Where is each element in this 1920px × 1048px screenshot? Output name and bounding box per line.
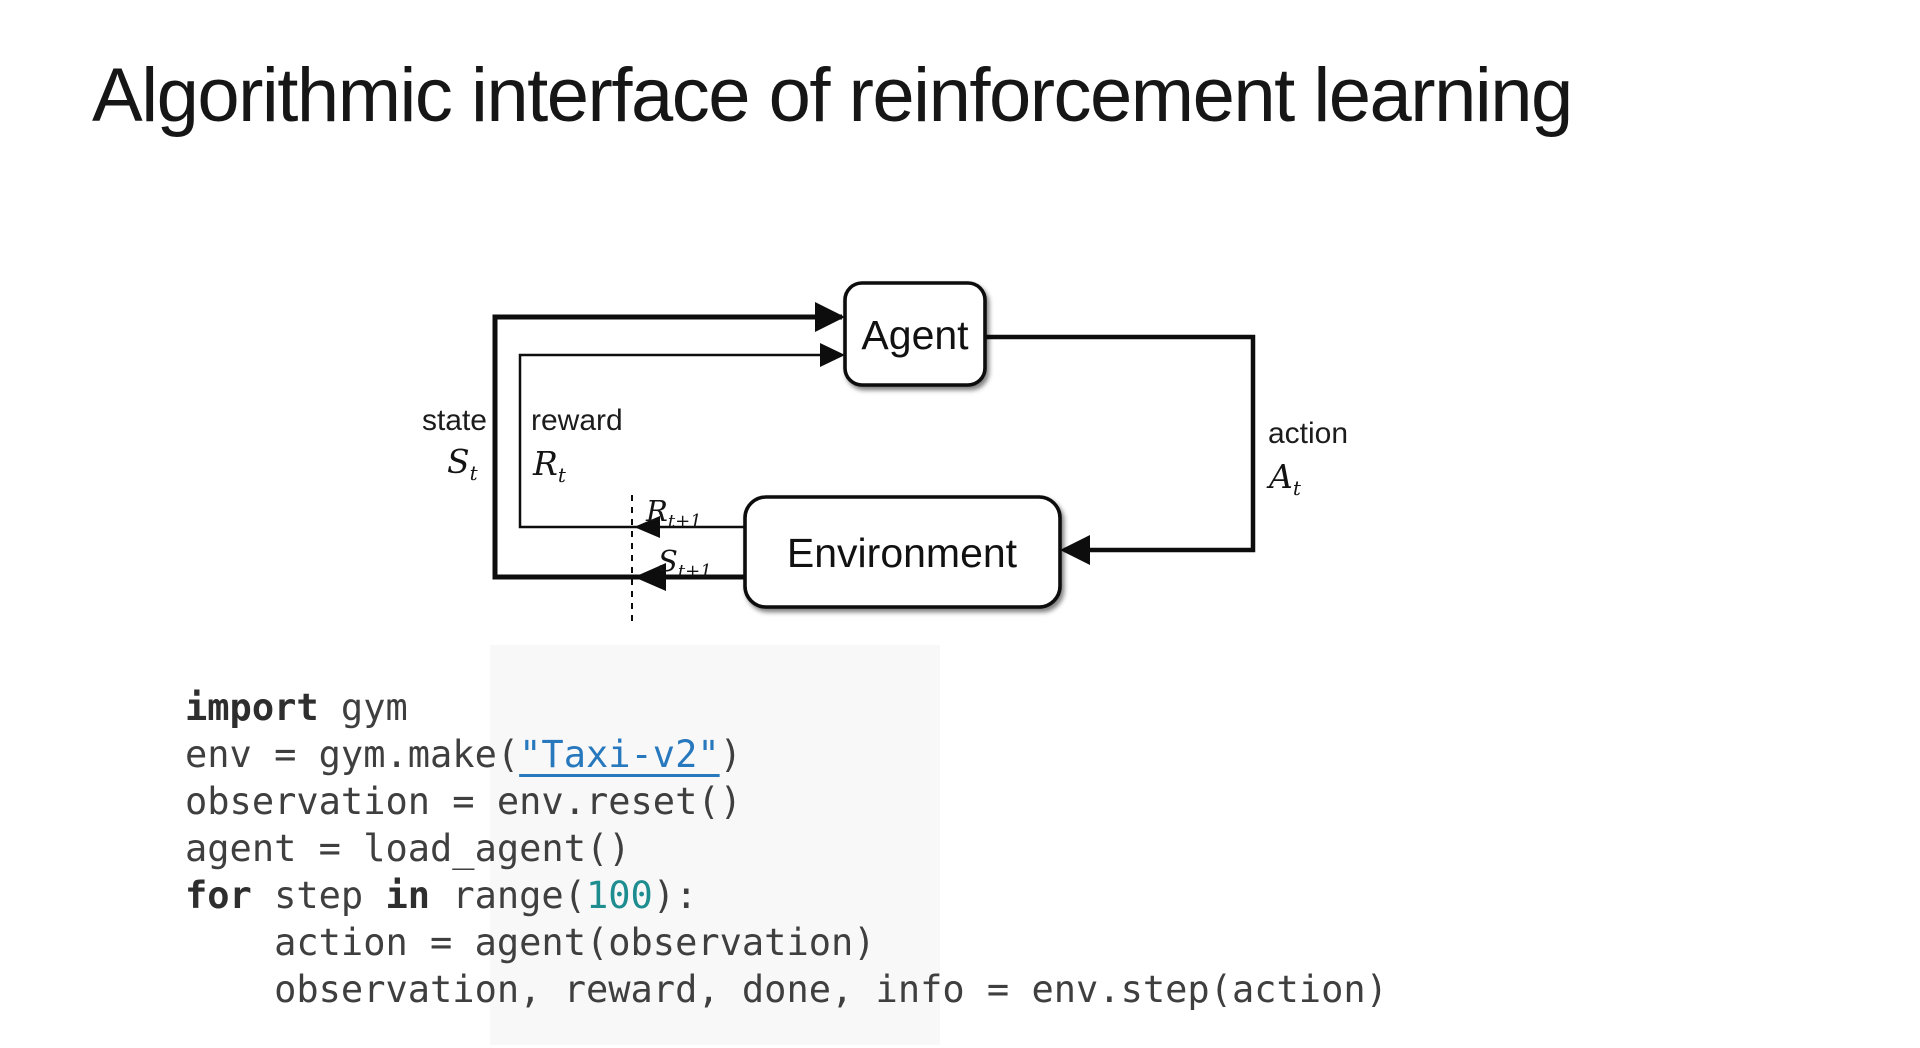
state-label: state	[422, 404, 487, 437]
code-token: 100	[585, 874, 653, 917]
reward-label: reward	[531, 404, 623, 437]
next-state-arrowhead-icon	[634, 563, 666, 591]
rl-loop-diagram: Agent Environment state St reward Rt act…	[422, 281, 1348, 622]
code-token: action = agent(observation)	[185, 921, 876, 964]
agent-label: Agent	[861, 312, 969, 358]
code-line: observation, reward, done, info = env.st…	[185, 966, 1388, 1013]
code-line: env = gym.make("Taxi-v2")	[185, 731, 1388, 778]
action-label: action	[1268, 417, 1348, 450]
state-arrow	[492, 314, 842, 580]
code-token: observation, reward, done, info = env.st…	[185, 968, 1388, 1011]
code-token: ):	[652, 874, 698, 917]
code-background-artifact	[490, 645, 940, 1045]
state-symbol: St	[447, 442, 479, 485]
environment-box	[743, 495, 1062, 609]
next-reward-arrowhead-icon	[634, 516, 660, 538]
code-line: agent = load_agent()	[185, 825, 1388, 872]
code-token: observation = env.reset()	[185, 780, 742, 823]
state-arrowhead-icon	[815, 302, 845, 332]
agent-box	[843, 281, 987, 387]
environment-label: Environment	[787, 530, 1018, 576]
reward-arrow	[518, 353, 842, 529]
code-token: )	[719, 733, 742, 776]
action-arrow	[985, 334, 1256, 553]
action-symbol: At	[1266, 457, 1302, 500]
action-arrowhead-icon	[1060, 535, 1090, 565]
code-token: step	[251, 874, 386, 917]
taxi-v2-link[interactable]: "Taxi-v2"	[519, 733, 720, 776]
reward-symbol: Rt	[532, 444, 567, 487]
next-state-symbol: St+1	[658, 544, 712, 582]
slide-title: Algorithmic interface of reinforcement l…	[92, 53, 1573, 138]
code-token: gym	[318, 686, 408, 729]
code-token: agent = load_agent()	[185, 827, 631, 870]
code-line: import gym	[185, 684, 1388, 731]
code-token: env = gym.make(	[185, 733, 520, 776]
code-token: import	[185, 686, 319, 729]
reward-arrowhead-icon	[820, 343, 845, 367]
code-token: range(	[430, 874, 586, 917]
next-reward-symbol: Rt+1	[645, 494, 702, 532]
code-token: in	[385, 874, 431, 917]
code-line: action = agent(observation)	[185, 919, 1388, 966]
code-line: observation = env.reset()	[185, 778, 1388, 825]
code-token: for	[185, 874, 252, 917]
code-line: for step in range(100):	[185, 872, 1388, 919]
